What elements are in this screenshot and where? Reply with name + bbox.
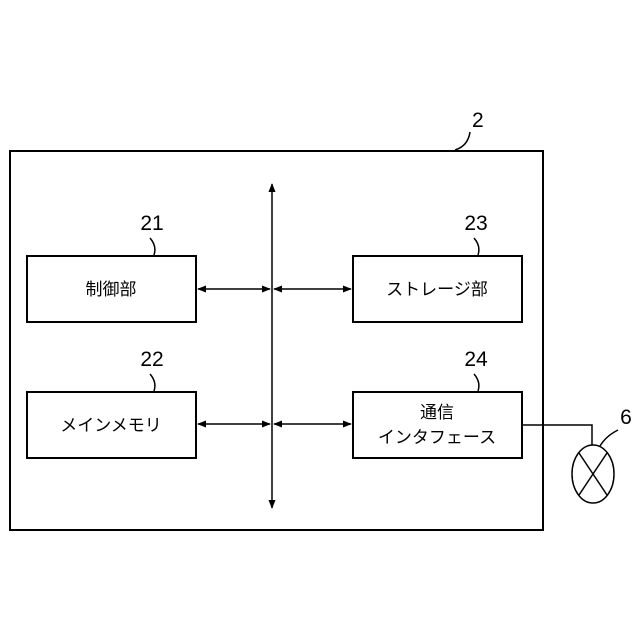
storage-leader [474, 238, 479, 255]
device-ref-label: 2 [472, 109, 484, 132]
comm-interface-ref: 24 [464, 348, 488, 371]
main-memory-label: メインメモリ [60, 416, 162, 436]
control-unit-ref: 21 [140, 212, 163, 235]
comm-interface-label-line2: インタフェース [378, 428, 496, 448]
control-unit-label: 制御部 [86, 280, 137, 300]
main-memory-leader [150, 374, 155, 391]
storage-label: ストレージ部 [386, 280, 488, 300]
main-memory-ref: 22 [140, 348, 163, 371]
storage-ref: 23 [464, 212, 487, 235]
comm-interface-label-line1: 通信 [420, 403, 454, 423]
external-connection-line [522, 425, 592, 447]
device-leader-line [455, 132, 470, 150]
external-device-leader [600, 430, 618, 446]
comm-interface-leader [474, 374, 479, 391]
device-frame [10, 151, 543, 530]
comm-interface-block [353, 392, 522, 458]
external-device-ref: 6 [620, 406, 632, 429]
control-unit-leader [150, 238, 155, 255]
